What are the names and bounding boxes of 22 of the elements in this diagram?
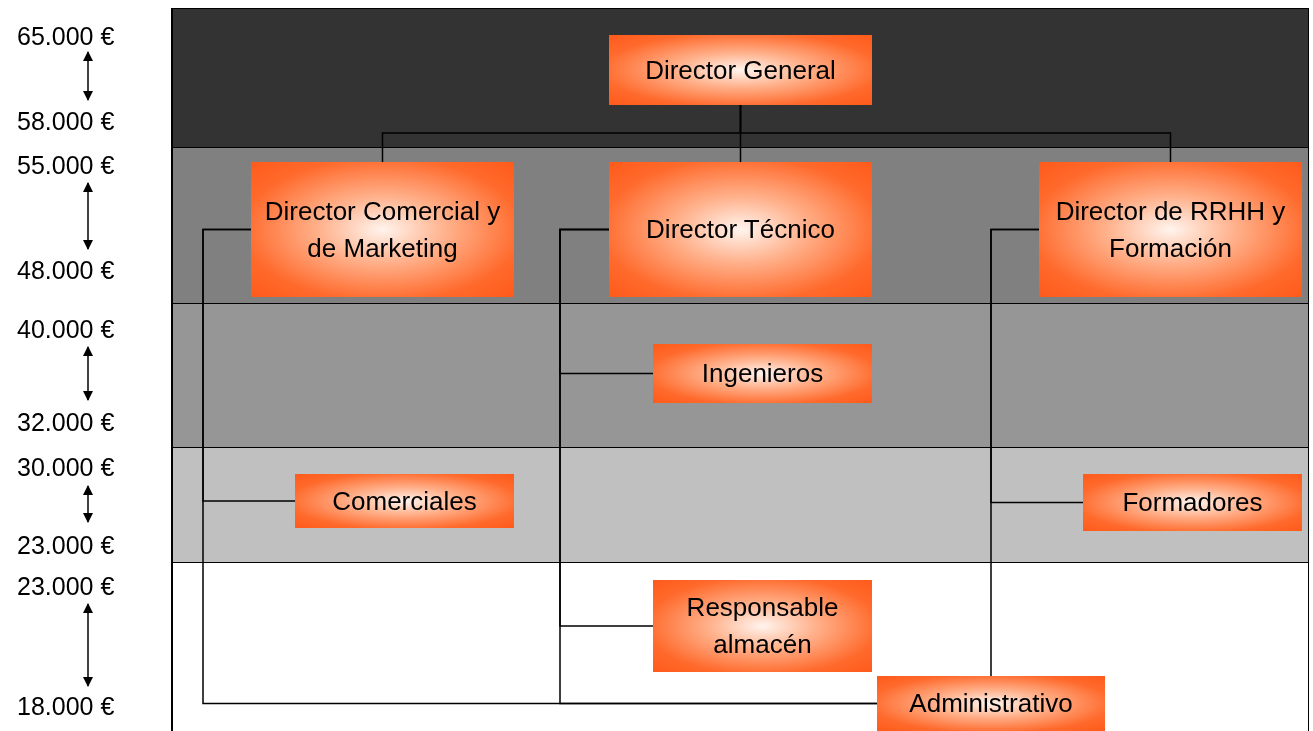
position-box: Responsable almacén [653, 580, 872, 672]
salary-label: 58.000 € [17, 106, 115, 136]
salary-label: 32.000 € [17, 407, 115, 437]
salary-label: 65.000 € [17, 21, 115, 51]
position-box: Ingenieros [653, 344, 872, 403]
salary-label: 30.000 € [17, 452, 115, 482]
position-box: Formadores [1083, 474, 1302, 531]
position-box: Director General [609, 35, 872, 105]
position-box: Director Técnico [609, 162, 872, 297]
salary-label: 18.000 € [17, 691, 115, 721]
position-box: Comerciales [295, 474, 514, 528]
salary-label: 23.000 € [17, 571, 115, 601]
position-box: Director de RRHH y Formación [1039, 162, 1302, 297]
position-box: Administrativo [877, 676, 1105, 731]
connector-line [990, 228, 1040, 677]
connector-line [739, 104, 1172, 163]
salary-label: 40.000 € [17, 314, 115, 344]
connector-line [559, 228, 878, 705]
salary-label: 23.000 € [17, 530, 115, 560]
salary-label: 55.000 € [17, 150, 115, 180]
salary-label: 48.000 € [17, 255, 115, 285]
position-box: Director Comercial y de Marketing [251, 162, 514, 297]
